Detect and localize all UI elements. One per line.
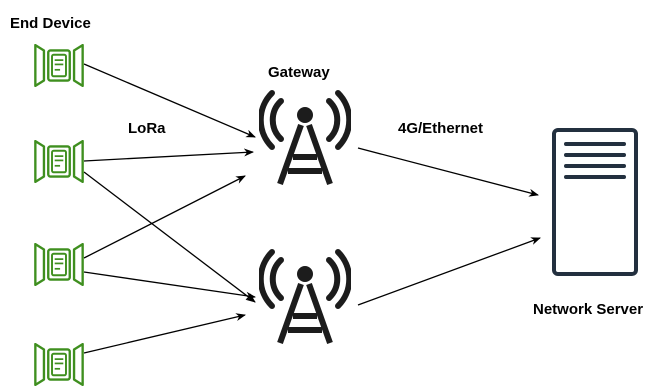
arrow-device3-gateway1 — [83, 175, 246, 259]
connection-arrows — [83, 63, 541, 354]
arrow-device4-gateway2 — [83, 313, 246, 354]
arrow-gateway2-server — [357, 237, 541, 306]
end-device-icon — [34, 44, 84, 87]
end-device-icon — [34, 243, 84, 286]
lora-label: LoRa — [128, 120, 166, 137]
end-device-icon — [34, 140, 84, 183]
arrow-gateway1-server — [357, 147, 539, 197]
arrow-device1-gateway1 — [83, 63, 256, 138]
arrow-device2-gateway1 — [83, 148, 254, 162]
gateway-tower-icon — [261, 252, 350, 343]
end-device-label: End Device — [10, 15, 91, 32]
gateway-tower-icon — [261, 93, 350, 184]
backhaul-label: 4G/Ethernet — [398, 120, 483, 137]
network-server-icon — [552, 128, 638, 276]
end-device-icon — [34, 343, 84, 386]
arrow-device3-gateway2 — [83, 271, 256, 300]
gateway-label: Gateway — [268, 64, 330, 81]
arrow-device2-gateway2 — [83, 171, 256, 303]
network-server-label: Network Server — [533, 301, 643, 318]
